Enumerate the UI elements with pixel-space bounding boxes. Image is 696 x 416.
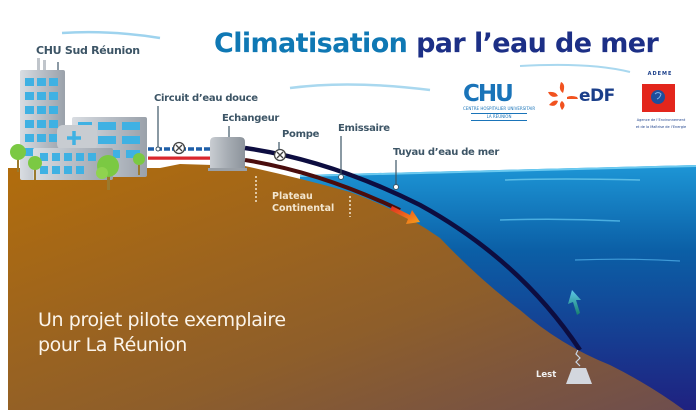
label-fresh-water-circuit: Circuit d’eau douce bbox=[154, 93, 258, 104]
sea-surface bbox=[299, 165, 696, 177]
chu-logo: CHU CENTRE HOSPITALIER UNIVERSITAIRE LA … bbox=[463, 82, 535, 121]
swoosh-decoration bbox=[61, 30, 161, 40]
edf-logo-text: eDF bbox=[579, 86, 615, 106]
heat-exchanger bbox=[208, 137, 247, 171]
plateau-line-2: Continental bbox=[272, 203, 335, 214]
label-exchanger: Echangeur bbox=[222, 113, 280, 124]
sea-water-pipe bbox=[244, 145, 582, 352]
leader-dot bbox=[338, 174, 344, 180]
chu-logo-subtitle: CENTRE HOSPITALIER UNIVERSITAIRE bbox=[463, 106, 535, 111]
outflow-arrow-icon bbox=[390, 206, 420, 224]
wave bbox=[574, 258, 681, 262]
hospital-building bbox=[20, 58, 147, 180]
label-hospital: CHU Sud Réunion bbox=[36, 44, 140, 57]
leader-lines bbox=[57, 62, 397, 186]
ademe-subtitle-line-2: et de la Maîtrise de l’Energie bbox=[635, 125, 687, 129]
slogan-line-1: Un projet pilote exemplaire bbox=[38, 309, 286, 331]
leader-dot bbox=[155, 146, 161, 152]
title-part-1: Climatisation bbox=[214, 28, 408, 59]
wave bbox=[504, 178, 641, 181]
label-sea-water-pipe: Tuyau d’eau de mer bbox=[393, 147, 499, 158]
swoosh-decoration bbox=[289, 83, 431, 92]
plateau-line-1: Plateau bbox=[272, 191, 313, 202]
pump-icon bbox=[273, 148, 287, 162]
ademe-logo-subtitle: Agence de l’Environnement et de la Maîtr… bbox=[628, 117, 694, 131]
label-ballast: Lest bbox=[536, 370, 557, 380]
chain bbox=[575, 349, 581, 367]
label-outfall: Emissaire bbox=[338, 123, 390, 134]
ademe-logo-name: ADEME bbox=[647, 71, 673, 77]
slogan: Un projet pilote exemplaire pour La Réun… bbox=[38, 308, 286, 358]
slogan-line-2: pour La Réunion bbox=[38, 334, 187, 356]
ground bbox=[8, 164, 684, 410]
edf-logo-icon bbox=[548, 82, 578, 110]
ballast-weight bbox=[566, 368, 592, 384]
tree-icon bbox=[28, 156, 42, 180]
wave bbox=[499, 218, 621, 222]
page-title: Climatisation par l’eau de mer bbox=[214, 28, 659, 60]
ademe-logo-icon bbox=[642, 84, 675, 112]
leader-dot bbox=[393, 184, 399, 190]
tree-icon bbox=[10, 144, 26, 172]
valve-icon bbox=[172, 141, 186, 155]
tree-icon bbox=[133, 153, 145, 175]
ademe-subtitle-line-1: Agence de l’Environnement bbox=[636, 118, 686, 122]
tree-icon bbox=[96, 155, 119, 190]
label-pump: Pompe bbox=[282, 129, 320, 140]
title-part-2: par l’eau de mer bbox=[416, 28, 659, 59]
label-continental-shelf: Plateau Continental bbox=[272, 191, 334, 215]
swoosh-decoration bbox=[519, 63, 631, 73]
intake-arrow-icon bbox=[568, 290, 581, 315]
outfall-pipe bbox=[244, 158, 401, 212]
chu-logo-region: LA RÉUNION bbox=[471, 113, 527, 121]
chu-logo-text: CHU bbox=[463, 82, 514, 107]
